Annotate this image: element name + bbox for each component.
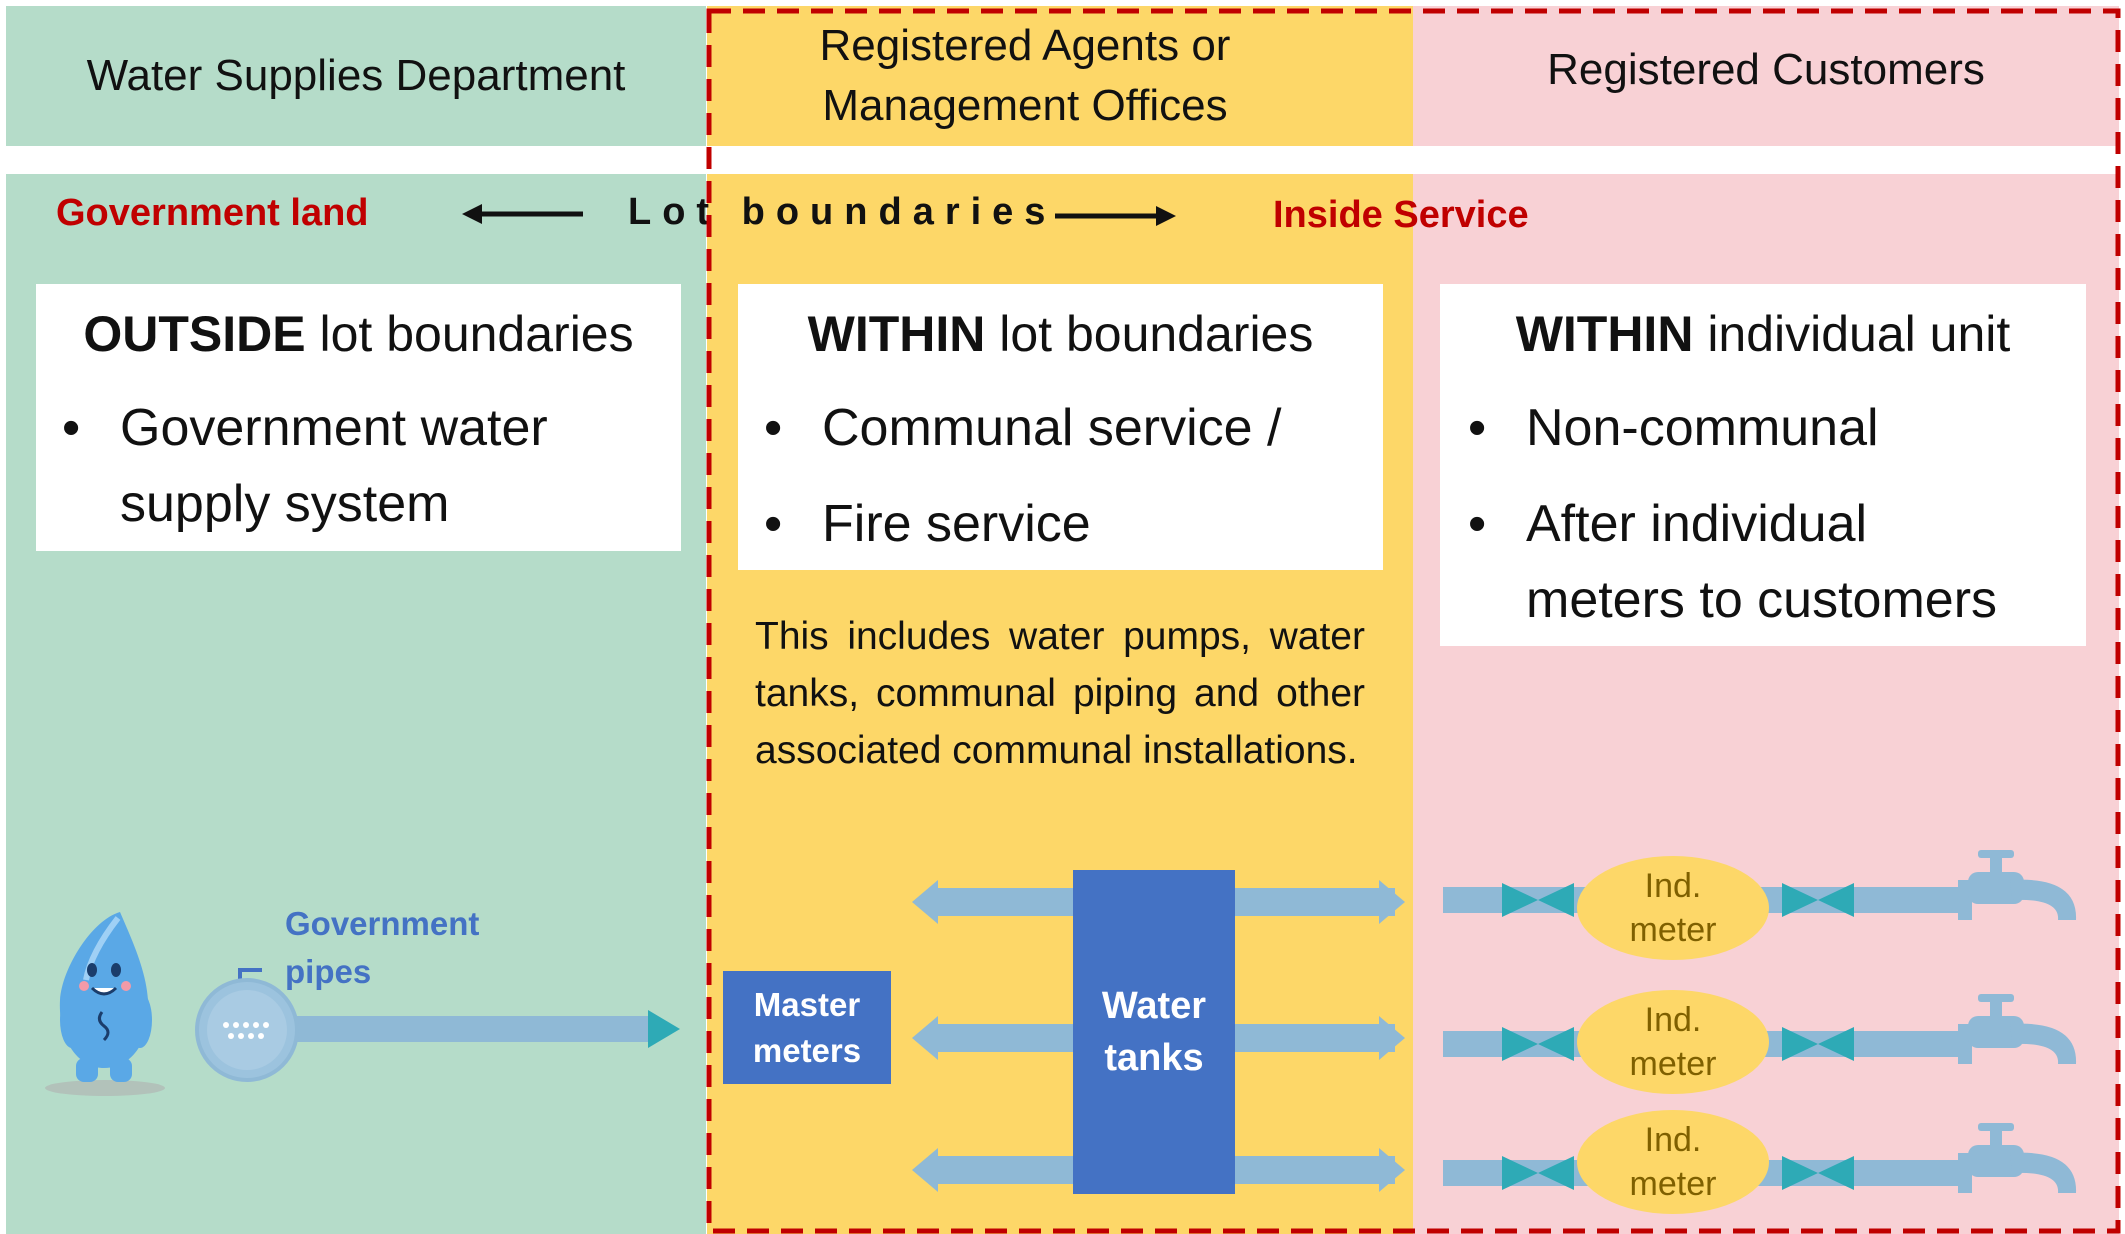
boundary-arrow-left: [462, 204, 583, 224]
master-meters-box: Master meters: [723, 971, 891, 1084]
within-unit-title: WITHIN individual unit: [1515, 306, 2011, 362]
boundary-arrow-right: [1055, 206, 1176, 226]
agents-header-text: Registered Agents or Management Offices: [819, 21, 1231, 130]
mascot-icon: [45, 912, 165, 1096]
wsd-header-text: Water Supplies Department: [86, 51, 626, 100]
customers-header: Registered Customers: [1413, 0, 2119, 140]
pipe-valve-icon: [195, 968, 299, 1082]
valve-icon: [1502, 1156, 1574, 1190]
government-pipe: [290, 1010, 680, 1048]
outside-lot-box: OUTSIDE lot boundaries •Government water…: [36, 284, 681, 551]
government-land-label: Government land: [56, 192, 369, 234]
within-unit-box: WITHIN individual unit •Non-communal •Af…: [1440, 284, 2086, 646]
outside-bullet-1: •Government water supply system: [62, 399, 548, 533]
agents-header: Registered Agents or Management Offices: [707, 6, 1343, 146]
individual-meter-1: Ind. meter: [1577, 856, 1769, 960]
inside-service-label: Inside Service: [1273, 194, 1529, 236]
meter-label: Ind. meter: [1629, 1121, 1717, 1203]
within-lot-title: WITHIN lot boundaries: [807, 306, 1314, 362]
tap-icon: [1968, 850, 2077, 920]
government-pipes-label: Government pipes: [285, 905, 480, 990]
water-tanks-box: Water tanks: [1073, 870, 1235, 1194]
valve-icon: [1782, 1156, 1854, 1190]
lot-boundaries-label: Lot boundaries: [628, 191, 1057, 233]
valve-icon: [1502, 883, 1574, 917]
master-meters-label: Master meters: [752, 985, 862, 1069]
header-separator: [6, 146, 2119, 174]
tap-icon: [1968, 994, 2077, 1064]
within-lot-bullet-1: •Communal service /: [764, 399, 1282, 457]
outside-lot-title: OUTSIDE lot boundaries: [83, 306, 634, 362]
within-lot-box: WITHIN lot boundaries •Communal service …: [738, 284, 1383, 570]
meter-label: Ind. meter: [1629, 1001, 1717, 1083]
meter-label: Ind. meter: [1629, 867, 1717, 949]
valve-icon: [1782, 883, 1854, 917]
tap-icon: [1968, 1123, 2077, 1193]
individual-meter-2: Ind. meter: [1577, 990, 1769, 1094]
valve-icon: [1502, 1027, 1574, 1061]
within-lot-bullet-2: •Fire service: [764, 495, 1091, 553]
within-unit-bullet-1: •Non-communal: [1468, 399, 1879, 457]
within-unit-bullet-2: •After individual meters to customers: [1468, 495, 1998, 629]
valve-icon: [1782, 1027, 1854, 1061]
lot-boundary-dashed: [706, 8, 2121, 1234]
individual-meter-3: Ind. meter: [1577, 1110, 1769, 1214]
communal-description: This includes water pumps, water tanks, …: [755, 615, 1365, 772]
water-tanks-label: Water tanks: [1101, 985, 1207, 1079]
wsd-header: Water Supplies Department: [6, 6, 706, 146]
customers-header-text: Registered Customers: [1547, 45, 1985, 94]
